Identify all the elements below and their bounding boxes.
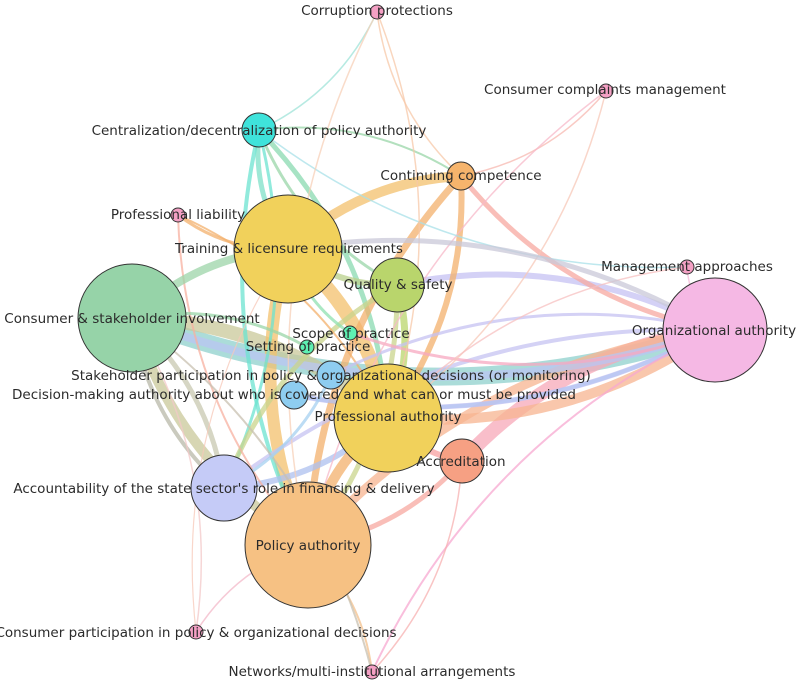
node-label-policy: Policy authority — [256, 538, 361, 554]
node-accred[interactable] — [439, 438, 485, 484]
node-label-continuing: Continuing competence — [380, 168, 541, 184]
node-policy[interactable] — [244, 481, 372, 609]
edge-corruption-central — [258, 11, 378, 131]
node-corruption[interactable] — [369, 4, 385, 20]
node-training[interactable] — [233, 194, 343, 304]
node-label-profauth: Professional authority — [315, 409, 462, 425]
node-networks[interactable] — [364, 664, 380, 680]
node-label-quality: Quality & safety — [344, 277, 453, 293]
edge-complaints-profauth — [387, 90, 607, 419]
node-orgauth[interactable] — [662, 277, 768, 383]
node-central[interactable] — [241, 112, 277, 148]
node-stakepart[interactable] — [316, 360, 346, 390]
node-label-corruption: Corruption protections — [301, 3, 453, 19]
node-label-stakepart: Stakeholder participation in policy & or… — [71, 368, 591, 384]
node-setting[interactable] — [299, 339, 315, 355]
edge-networks-orgauth — [371, 329, 716, 673]
edge-training-orgauth — [285, 237, 718, 333]
node-complaints[interactable] — [598, 83, 614, 99]
node-label-decision: Decision-making authority about who is c… — [12, 387, 576, 403]
node-label-management: Management approaches — [601, 259, 773, 275]
node-profauth[interactable] — [333, 363, 443, 473]
node-label-setting: Setting of practice — [246, 339, 371, 355]
node-scope[interactable] — [342, 325, 358, 341]
edge-consumerpart-training — [191, 248, 289, 633]
node-consumerpart[interactable] — [188, 624, 204, 640]
node-label-training: Training & licensure requirements — [174, 241, 403, 257]
edge-complaints-continuing — [460, 90, 607, 177]
node-account[interactable] — [190, 454, 258, 522]
node-label-liability: Professional liability — [111, 207, 245, 223]
node-consumer[interactable] — [77, 263, 187, 373]
nodes-layer — [77, 4, 768, 680]
node-quality[interactable] — [369, 257, 425, 313]
node-decision[interactable] — [279, 380, 309, 410]
edge-corruption-continuing — [376, 11, 462, 177]
edge-networks-accred — [371, 460, 463, 673]
node-continuing[interactable] — [446, 161, 476, 191]
edge-management-central — [258, 129, 688, 269]
node-management[interactable] — [679, 259, 695, 275]
edge-quality-account — [221, 282, 400, 491]
edge-consumer-networks — [131, 317, 373, 673]
edge-corruption-profauth — [376, 11, 420, 419]
node-label-scope: Scope of practice — [292, 326, 409, 342]
node-label-accred: Accreditation — [416, 454, 505, 470]
node-label-complaints: Consumer complaints management — [484, 82, 726, 98]
edges-layer — [123, 11, 724, 673]
edge-central-continuing — [258, 126, 462, 177]
node-liability[interactable] — [170, 207, 186, 223]
node-label-consumer: Consumer & stakeholder involvement — [4, 311, 259, 327]
node-label-orgauth: Organizational authority — [632, 323, 796, 339]
node-label-account: Accountability of the state sector's rol… — [13, 481, 434, 497]
node-label-central: Centralization/decentralization of polic… — [92, 123, 427, 139]
node-label-consumerpart: Consumer participation in policy & organ… — [0, 625, 397, 641]
node-label-networks: Networks/multi-institutional arrangement… — [229, 664, 516, 680]
